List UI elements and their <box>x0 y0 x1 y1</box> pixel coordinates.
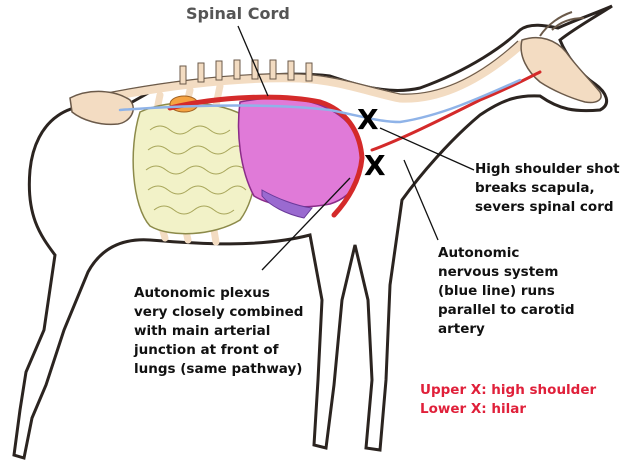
pointer-spinal-cord <box>237 25 269 97</box>
autonomic-nerve <box>118 78 522 124</box>
diaphragm <box>261 189 313 219</box>
autonomic-plexus-caption: Autonomic plexus very closely combined w… <box>134 284 303 379</box>
caption-line: nervous system <box>438 264 559 280</box>
x-marker-legend: Upper X: high shoulder Lower X: hilar <box>420 381 596 419</box>
pointer-autonomic-plexus <box>261 177 351 271</box>
caption-line: Autonomic <box>438 245 520 261</box>
vertebral-processes <box>179 59 313 85</box>
legend-entry-upper: Upper X: high shoulder <box>420 382 597 398</box>
lower-x-marker: X <box>364 149 386 182</box>
pointer-lines <box>237 25 475 271</box>
high-shoulder-caption: High shoulder shot breaks scapula, sever… <box>475 160 620 217</box>
skull <box>520 36 602 104</box>
antlers <box>539 11 585 37</box>
caption-line: artery <box>438 321 485 337</box>
spinal-cord-label: Spinal Cord <box>186 4 290 23</box>
legend-entry-lower: Lower X: hilar <box>420 401 527 417</box>
upper-x-marker: X <box>357 103 379 136</box>
carotid-artery <box>370 70 542 152</box>
caption-line: parallel to carotid <box>438 302 575 318</box>
caption-line: very closely combined <box>134 304 304 320</box>
caption-line: breaks scapula, <box>475 180 595 196</box>
caption-line: junction at front of <box>134 342 279 358</box>
autonomic-system-caption: Autonomic nervous system (blue line) run… <box>438 244 575 339</box>
caption-line: Autonomic plexus <box>134 285 270 301</box>
spine <box>87 40 525 105</box>
pelvis <box>69 90 134 126</box>
intestine-coils <box>145 125 247 215</box>
pointer-high-shoulder <box>379 127 475 171</box>
caption-line: (blue line) runs <box>438 283 555 299</box>
caption-line: High shoulder shot <box>475 161 620 177</box>
lungs <box>237 97 364 208</box>
caption-line: severs spinal cord <box>475 199 614 215</box>
spine-edge <box>91 40 519 97</box>
pointer-autonomic-system <box>403 159 439 241</box>
caption-line: lungs (same pathway) <box>134 361 303 377</box>
caption-line: with main arterial <box>134 323 271 339</box>
